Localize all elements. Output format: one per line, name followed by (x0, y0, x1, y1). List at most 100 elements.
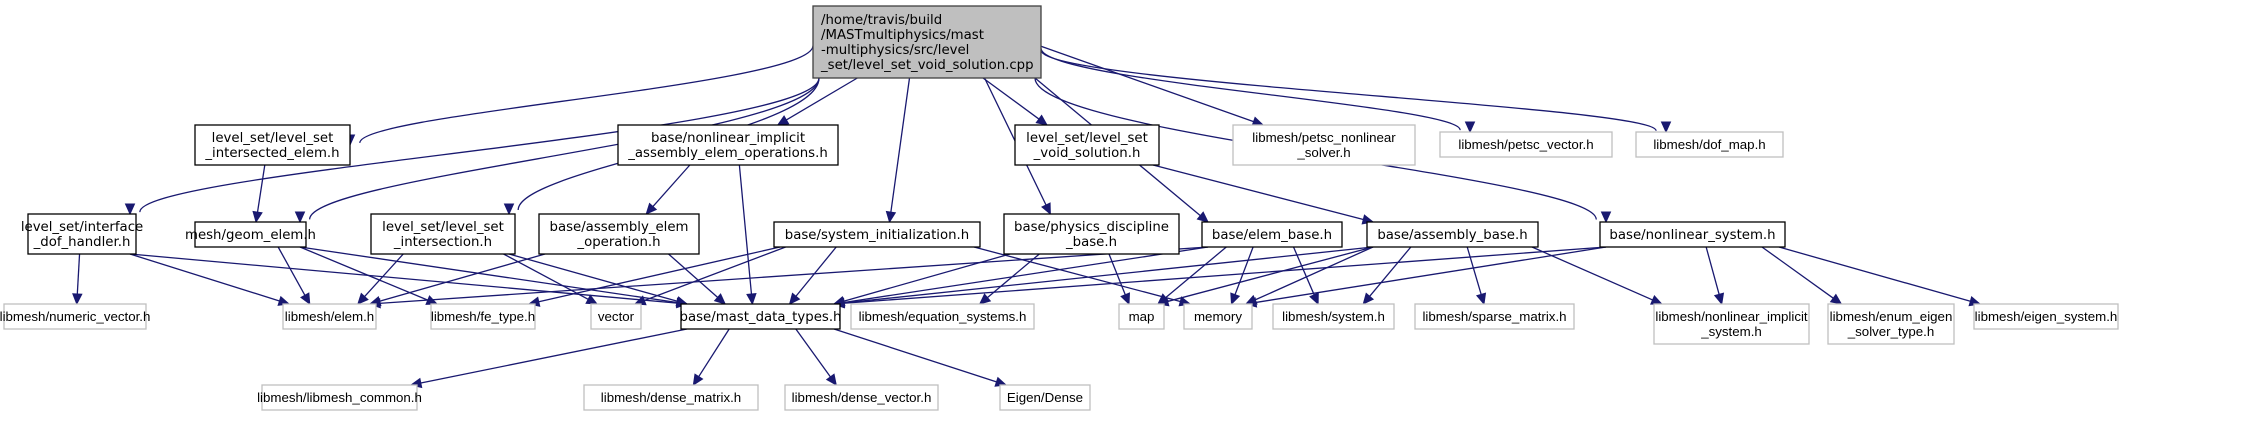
edge-line (538, 246, 781, 303)
node-equation-systems[interactable]: libmesh/equation_systems.h (850, 303, 1035, 330)
node-physics-disc[interactable]: base/physics_discipline_base.h (1003, 213, 1180, 255)
edge-intersection-to-elem (357, 253, 404, 305)
node-dof-map[interactable]: libmesh/dof_map.h (1635, 131, 1784, 158)
node-dense-vector[interactable]: libmesh/dense_vector.h (784, 384, 939, 411)
node-memory[interactable]: memory (1183, 303, 1253, 330)
node-label: libmesh/nonlinear_implicit (1655, 309, 1808, 324)
arrowhead-icon (788, 292, 801, 305)
node-numeric-vector[interactable]: libmesh/numeric_vector.h (0, 303, 150, 330)
arrowhead-icon (645, 202, 658, 215)
edge-line (982, 77, 1040, 120)
node-label: _intersection.h (393, 235, 492, 250)
node-root[interactable]: /home/travis/build/MASTmultiphysics/mast… (812, 5, 1042, 79)
edge-line (668, 253, 719, 298)
node-geom-elem[interactable]: mesh/geom_elem.h (185, 221, 316, 248)
node-box (1599, 221, 1786, 248)
node-box (27, 213, 137, 255)
node-label: base/assembly_elem (550, 220, 689, 235)
node-box (583, 384, 759, 411)
node-box (680, 303, 841, 330)
edge-line (833, 328, 997, 383)
node-void-solution[interactable]: level_set/level_set_void_solution.h (1014, 124, 1160, 166)
node-mast-data-types[interactable]: base/mast_data_types.h (680, 303, 842, 330)
node-nonlinear-system[interactable]: base/nonlinear_system.h (1599, 221, 1786, 248)
node-label: libmesh/dense_matrix.h (601, 390, 741, 405)
node-assembly-elem-op[interactable]: base/assembly_elem_operation.h (538, 213, 700, 255)
node-libmesh-common[interactable]: libmesh/libmesh_common.h (257, 384, 422, 411)
edge-line (1167, 246, 1374, 303)
edge-line (1040, 49, 1657, 132)
node-label: _set/level_set_void_solution.cpp (820, 58, 1034, 73)
node-interface-dof[interactable]: level_set/interface_dof_handler.h (21, 213, 143, 255)
node-system-init[interactable]: base/system_initialization.h (773, 221, 981, 248)
node-enum-eigen[interactable]: libmesh/enum_eigen_solver_type.h (1827, 303, 1955, 345)
node-label: _assembly_elem_operations.h (627, 146, 828, 161)
edge-void-solution-to-assembly-base (1152, 164, 1375, 225)
node-box (1272, 303, 1395, 330)
node-elem-base[interactable]: base/elem_base.h (1201, 221, 1343, 248)
node-label: base/nonlinear_system.h (1609, 228, 1775, 243)
node-box (1003, 213, 1180, 255)
edge-nonlinear-system-to-eigen-system (1778, 246, 1982, 307)
node-elem[interactable]: libmesh/elem.h (282, 303, 377, 330)
edge-line (1761, 246, 1834, 299)
arrowhead-icon (746, 293, 757, 306)
node-intersection[interactable]: level_set/level_set_intersection.h (370, 213, 516, 255)
node-box (1439, 131, 1613, 158)
node-nl-implicit-system[interactable]: libmesh/nonlinear_implicit_system.h (1653, 303, 1810, 345)
node-box (773, 221, 981, 248)
arrowhead-icon (72, 293, 83, 306)
node-eigen-dense[interactable]: Eigen/Dense (999, 384, 1091, 411)
node-fe-type[interactable]: libmesh/fe_type.h (430, 303, 536, 330)
edge-interface-dof-to-numeric-vector (72, 253, 83, 306)
node-label: /MASTmultiphysics/mast (821, 28, 984, 43)
node-intersected-elem[interactable]: level_set/level_set_intersected_elem.h (194, 124, 351, 166)
edge-system-init-to-vector (633, 246, 786, 306)
edge-nl-implicit-ops-to-mast-data-types (738, 164, 757, 306)
node-sparse-matrix[interactable]: libmesh/sparse_matrix.h (1414, 303, 1575, 330)
node-box (1653, 303, 1810, 345)
edge-line (652, 164, 691, 207)
node-nl-implicit-ops[interactable]: base/nonlinear_implicit_assembly_elem_op… (617, 124, 839, 166)
edge-line (738, 164, 753, 295)
edge-line (1531, 246, 1653, 301)
node-eigen-system[interactable]: libmesh/eigen_system.h (1973, 303, 2119, 330)
edge-line (1040, 48, 1461, 131)
node-label: _solver_type.h (1847, 324, 1934, 339)
edge-line (1369, 246, 1412, 297)
node-label: libmesh/petsc_vector.h (1458, 137, 1593, 152)
node-label: level_set/interface (21, 220, 143, 235)
node-label: _system.h (1700, 324, 1762, 339)
edge-root-to-system-init (885, 77, 911, 224)
edge-line (1234, 246, 1254, 295)
node-box (1414, 303, 1575, 330)
node-box (3, 303, 147, 330)
node-dense-matrix[interactable]: libmesh/dense_matrix.h (583, 384, 759, 411)
node-map[interactable]: map (1118, 303, 1165, 330)
edge-mast-data-types-to-eigen-dense (833, 328, 1008, 387)
arrowhead-icon (1650, 294, 1663, 305)
node-box (430, 303, 536, 330)
arrowhead-icon (776, 115, 790, 126)
node-assembly-base[interactable]: base/assembly_base.h (1366, 221, 1539, 248)
arrowhead-icon (294, 211, 306, 224)
node-petsc-vector[interactable]: libmesh/petsc_vector.h (1439, 131, 1613, 158)
edge-line (644, 246, 786, 302)
edge-elem-base-to-memory (1230, 246, 1254, 306)
node-system[interactable]: libmesh/system.h (1272, 303, 1395, 330)
node-label: libmesh/enum_eigen (1830, 309, 1953, 324)
arrowhead-icon (978, 293, 992, 305)
edge-line (76, 253, 81, 295)
arrowhead-icon (1035, 114, 1048, 126)
node-box (194, 221, 307, 248)
node-petsc-nl-solver[interactable]: libmesh/petsc_nonlinear_solver.h (1232, 124, 1416, 166)
edge-line (843, 246, 1374, 304)
node-label: libmesh/sparse_matrix.h (1422, 309, 1566, 324)
node-box (784, 384, 939, 411)
edge-line (1778, 246, 1971, 302)
node-vector[interactable]: vector (590, 303, 642, 330)
arrowhead-icon (300, 292, 311, 306)
arrowhead-icon (1475, 292, 1487, 306)
arrowhead-icon (1196, 211, 1209, 223)
node-box (370, 213, 516, 255)
